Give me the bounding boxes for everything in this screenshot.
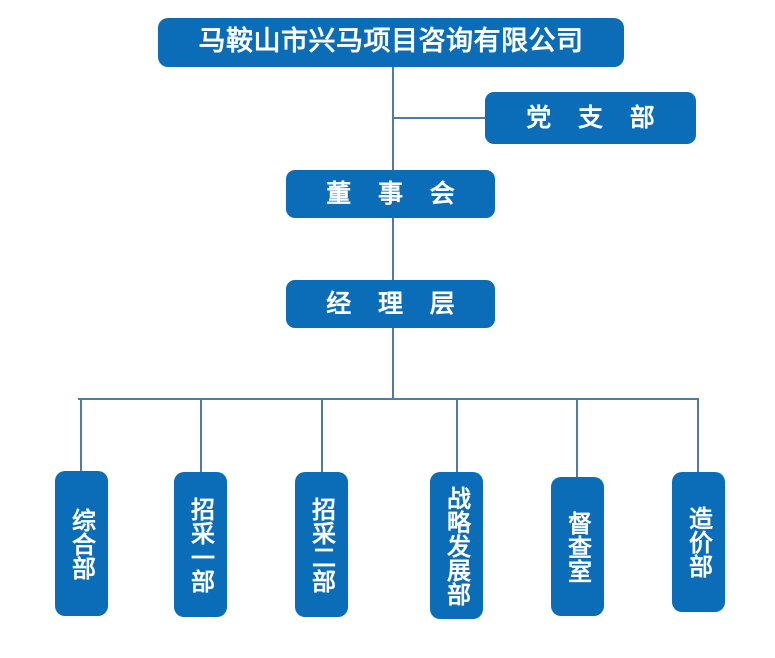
connector-bus-to-dept-5 <box>697 398 699 474</box>
node-label-department-strategic-development: 战略发展部 <box>442 485 471 606</box>
node-department-procurement-two[interactable]: 招采二部 <box>295 472 348 617</box>
node-label-department-general-affairs: 综合部 <box>67 507 96 580</box>
node-department-strategic-development[interactable]: 战略发展部 <box>430 472 483 619</box>
node-label-department-cost-estimation: 造价部 <box>684 506 713 578</box>
connector-bus-to-dept-0 <box>80 398 82 473</box>
connector-trunk-to-party <box>392 117 488 119</box>
node-department-cost-estimation[interactable]: 造价部 <box>672 472 725 612</box>
node-department-general-affairs[interactable]: 综合部 <box>55 471 108 616</box>
connector-trunk-to-board <box>392 117 394 172</box>
node-label-board-of-directors: 董 事 会 <box>326 179 464 208</box>
connector-root-to-trunk <box>392 66 394 120</box>
node-label-party-branch: 党 支 部 <box>526 103 664 132</box>
node-board-of-directors[interactable]: 董 事 会 <box>286 170 495 218</box>
connector-bus-to-dept-2 <box>321 398 323 474</box>
node-management-layer[interactable]: 经 理 层 <box>286 280 495 328</box>
node-department-supervision-office[interactable]: 督查室 <box>551 477 604 616</box>
connector-board-to-management <box>392 217 394 282</box>
connector-bus-to-dept-4 <box>576 398 578 479</box>
connector-management-to-bus <box>392 327 394 400</box>
node-label-department-procurement-one: 招采一部 <box>186 496 215 593</box>
node-label-department-supervision-office: 督查室 <box>563 510 592 583</box>
node-label-management-layer: 经 理 层 <box>326 289 464 318</box>
connector-department-bus <box>78 398 699 400</box>
connector-bus-to-dept-3 <box>456 398 458 474</box>
node-party-branch[interactable]: 党 支 部 <box>485 92 696 144</box>
node-department-procurement-one[interactable]: 招采一部 <box>174 472 227 617</box>
node-company-root[interactable]: 马鞍山市兴马项目咨询有限公司 <box>158 18 624 67</box>
node-label-company-root: 马鞍山市兴马项目咨询有限公司 <box>198 26 584 58</box>
connector-bus-to-dept-1 <box>200 398 202 474</box>
node-label-department-procurement-two: 招采二部 <box>307 496 336 593</box>
